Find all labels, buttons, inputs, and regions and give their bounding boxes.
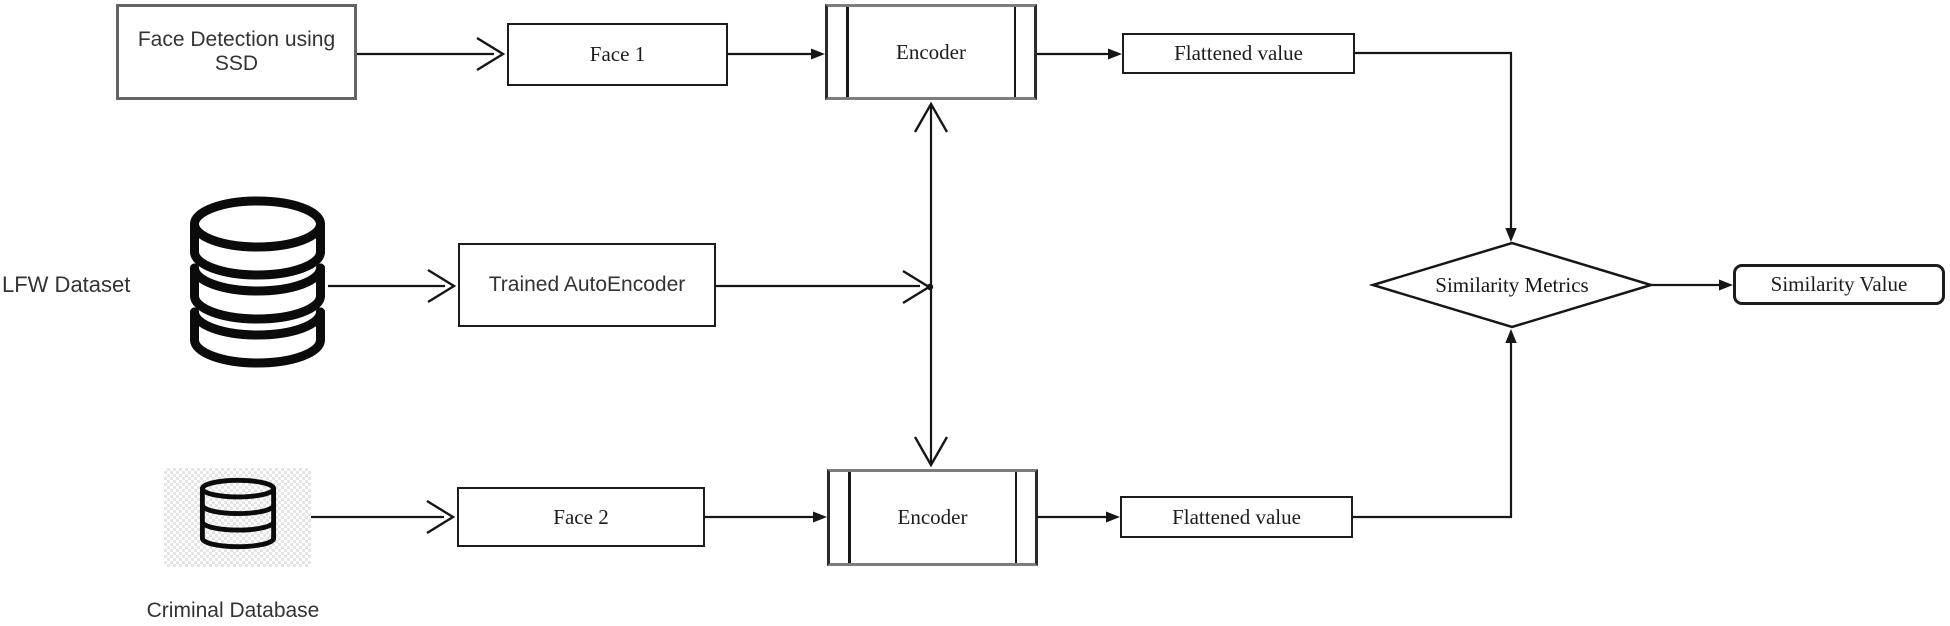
process-bar bbox=[846, 7, 849, 97]
face1-label: Face 1 bbox=[589, 42, 646, 66]
solid-arrowhead-icon bbox=[1505, 228, 1517, 242]
process-bar bbox=[1013, 7, 1016, 97]
trained-autoencoder-box: Trained AutoEncoder bbox=[458, 243, 716, 327]
transparency-checker-background bbox=[164, 468, 311, 567]
solid-arrowhead-icon bbox=[811, 48, 825, 60]
solid-arrowhead-icon bbox=[1108, 48, 1122, 60]
lfw-database-icon bbox=[190, 196, 325, 368]
flattened-value-top-box: Flattened value bbox=[1122, 33, 1355, 74]
encoder-bottom-label: Encoder bbox=[897, 505, 968, 529]
encoder-top-box: Encoder bbox=[825, 4, 1037, 100]
solid-arrowhead-icon bbox=[813, 511, 827, 523]
solid-arrowhead-icon bbox=[1505, 329, 1517, 343]
face2-box: Face 2 bbox=[457, 487, 705, 547]
edge-flattened-top-diamond bbox=[1355, 51, 1513, 229]
flattened-value-bottom-label: Flattened value bbox=[1172, 504, 1301, 529]
criminal-database-label: Criminal Database bbox=[146, 599, 320, 622]
edge-flattened-bottom-diamond bbox=[1353, 342, 1513, 519]
face1-box: Face 1 bbox=[507, 23, 728, 86]
lfw-dataset-label: LFW Dataset bbox=[2, 272, 131, 297]
process-bar bbox=[848, 472, 851, 563]
similarity-metrics-label: Similarity Metrics bbox=[1435, 272, 1589, 297]
encoder-top-label: Encoder bbox=[896, 39, 966, 64]
open-arrowhead-icon bbox=[913, 436, 949, 468]
open-arrowhead-icon bbox=[476, 36, 506, 72]
ssd-box: Face Detection using SSD bbox=[116, 4, 357, 100]
encoder-bottom-box: Encoder bbox=[827, 469, 1038, 566]
junction-dot bbox=[926, 283, 934, 291]
flattened-value-bottom-box: Flattened value bbox=[1120, 496, 1353, 538]
open-arrowhead-icon bbox=[426, 499, 456, 535]
trained-autoencoder-label: Trained AutoEncoder bbox=[488, 273, 686, 296]
flattened-value-top-label: Flattened value bbox=[1174, 41, 1303, 65]
similarity-value-box: Similarity Value bbox=[1733, 264, 1945, 305]
criminal-database-icon bbox=[199, 477, 277, 550]
solid-arrowhead-icon bbox=[1106, 511, 1120, 523]
solid-arrowhead-icon bbox=[1719, 279, 1733, 291]
open-arrowhead-icon bbox=[427, 268, 457, 304]
process-bar bbox=[1014, 472, 1017, 563]
open-arrowhead-icon bbox=[913, 101, 949, 133]
face2-label: Face 2 bbox=[553, 504, 609, 529]
similarity-value-label: Similarity Value bbox=[1770, 272, 1908, 296]
ssd-label: Face Detection using SSD bbox=[137, 28, 336, 75]
similarity-metrics-diamond bbox=[1369, 241, 1655, 329]
